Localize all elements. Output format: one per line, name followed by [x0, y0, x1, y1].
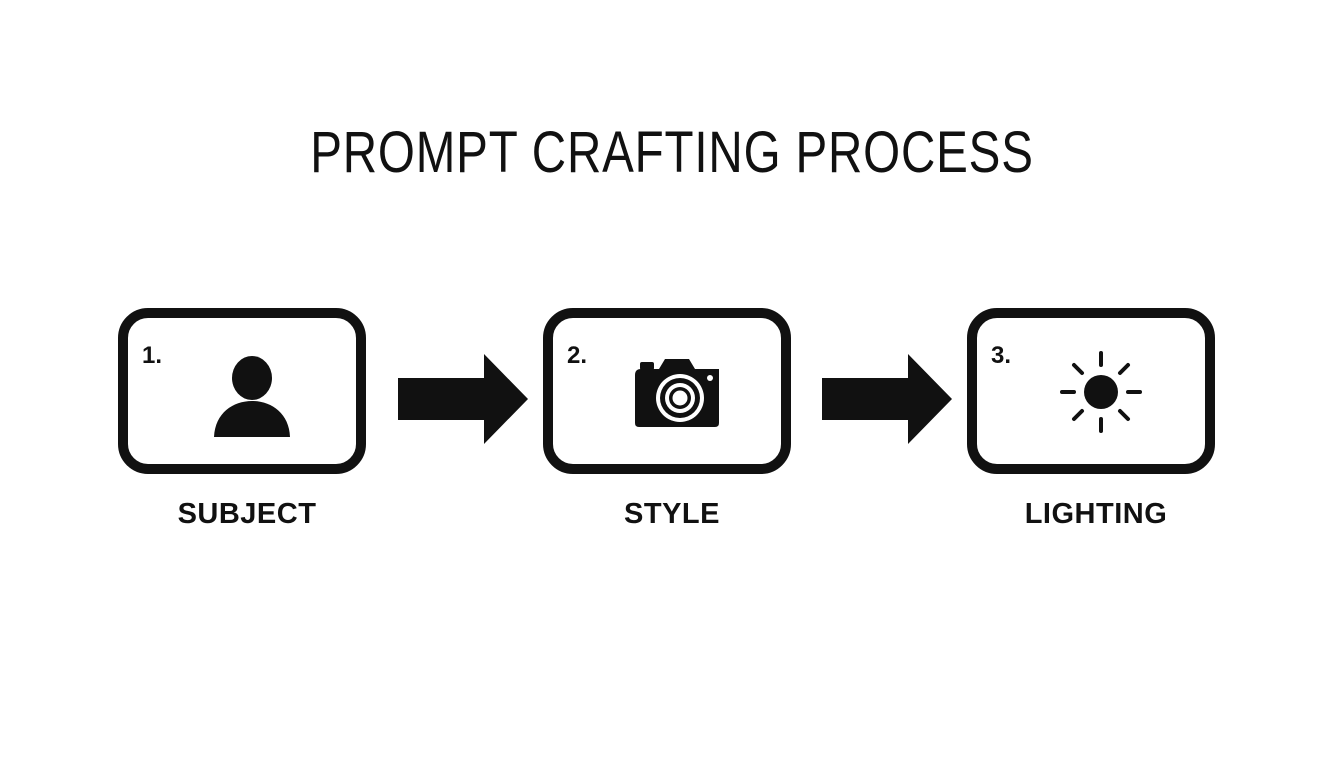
camera-icon	[632, 347, 722, 437]
step-card-lighting: 3.	[967, 308, 1215, 474]
arrow-right-icon	[398, 354, 528, 444]
step-card-style: 2.	[543, 308, 791, 474]
person-icon	[207, 347, 297, 437]
step-label-lighting: LIGHTING	[1024, 498, 1168, 530]
step-number: 2.	[567, 342, 588, 369]
step-label-subject: SUBJECT	[177, 498, 317, 530]
page-title: PROMPT CRAFTING PROCESS	[310, 120, 1034, 185]
step-label-style: STYLE	[624, 498, 720, 530]
step-card-subject: 1.	[118, 308, 366, 474]
sun-icon	[1056, 347, 1146, 437]
step-number: 3.	[991, 342, 1012, 369]
arrow-right-icon	[822, 354, 952, 444]
step-number: 1.	[142, 342, 163, 369]
